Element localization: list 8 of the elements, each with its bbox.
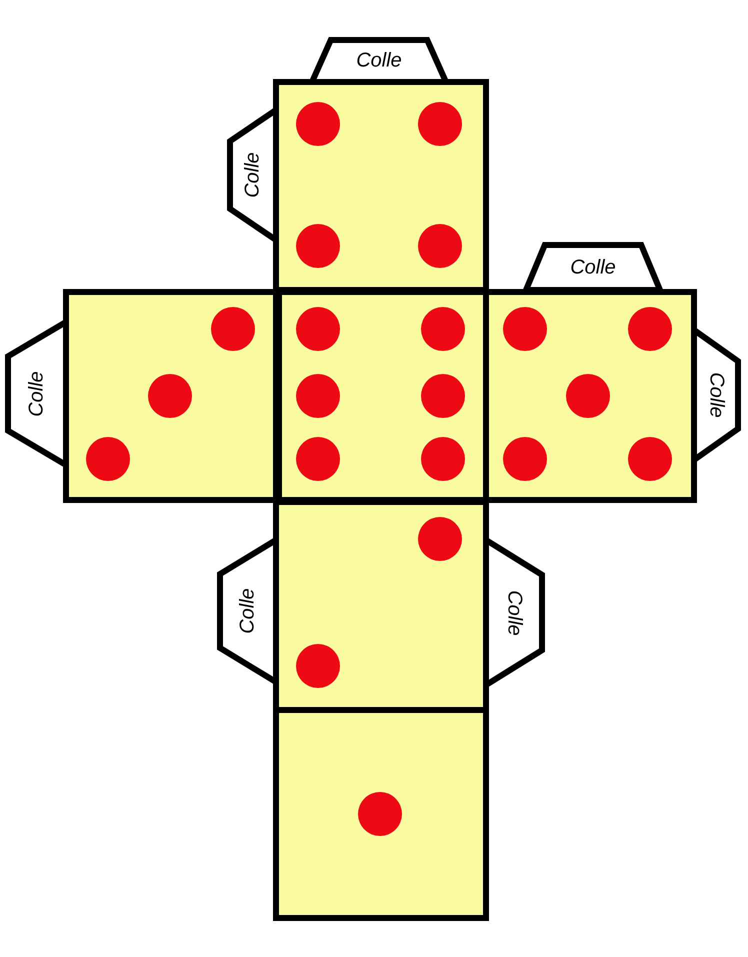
die-face	[63, 289, 279, 503]
glue-label: Colle	[26, 370, 48, 416]
glue-label: Colle	[242, 152, 264, 198]
glue-label: Colle	[570, 256, 616, 279]
glue-label: Colle	[356, 50, 402, 72]
glue-label: Colle	[236, 588, 260, 634]
glue-label: Colle	[502, 590, 526, 636]
glue-label: Colle	[704, 372, 728, 418]
